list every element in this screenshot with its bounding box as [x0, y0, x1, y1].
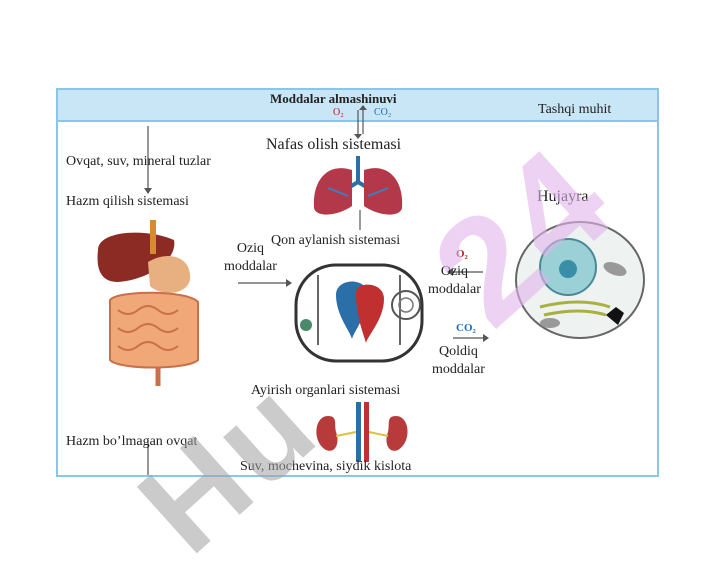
connector-arrows	[144, 105, 489, 475]
nutrients-in-line2: moddalar	[224, 259, 277, 274]
outer-environment-label: Tashqi muhit	[538, 102, 612, 117]
circulatory-system-label: Qon aylanish sistemasi	[271, 233, 401, 248]
respiratory-system-label: Nafas olish sistemasi	[266, 136, 402, 153]
waste-line2: moddalar	[432, 362, 485, 377]
co2-top-label: CO₂	[374, 107, 392, 118]
diagram-title: Moddalar almashinuvi	[270, 91, 397, 106]
digestive-system-label: Hazm qilish sistemasi	[66, 194, 189, 209]
excretory-system-label: Ayirish organlari sistemasi	[251, 383, 401, 398]
nutrients-out-label: Oziq moddalar	[428, 263, 481, 299]
o2-cell-label: O₂	[456, 248, 468, 260]
undigested-food-label: Hazm bo’lmagan ovqat	[66, 434, 198, 449]
nutrients-out-line1: Oziq	[440, 264, 469, 279]
cell-illustration	[515, 221, 645, 339]
circulatory-system-illustration	[294, 263, 424, 363]
co2-cell-label: CO₂	[456, 322, 476, 334]
waste-line1: Qoldiq	[438, 344, 478, 359]
excreted-substances-label: Suv, mochevina, siydik kislota	[240, 459, 412, 474]
lungs-illustration	[313, 156, 403, 215]
nutrients-in-label: Oziq moddalar	[224, 240, 277, 276]
nutrients-in-line1: Oziq	[236, 241, 265, 256]
food-intake-label: Ovqat, suv, mineral tuzlar	[66, 154, 211, 169]
waste-label: Qoldiq moddalar	[432, 343, 485, 379]
kidneys-illustration	[316, 402, 408, 462]
digestive-system-illustration	[97, 220, 199, 386]
o2-top-label: O₂	[333, 107, 344, 118]
nutrients-out-line2: moddalar	[428, 282, 481, 297]
cell-label: Hujayra	[537, 188, 589, 205]
diagram-frame: Moddalar almashinuvi Tashqi muhit O₂ CO₂	[56, 88, 659, 477]
